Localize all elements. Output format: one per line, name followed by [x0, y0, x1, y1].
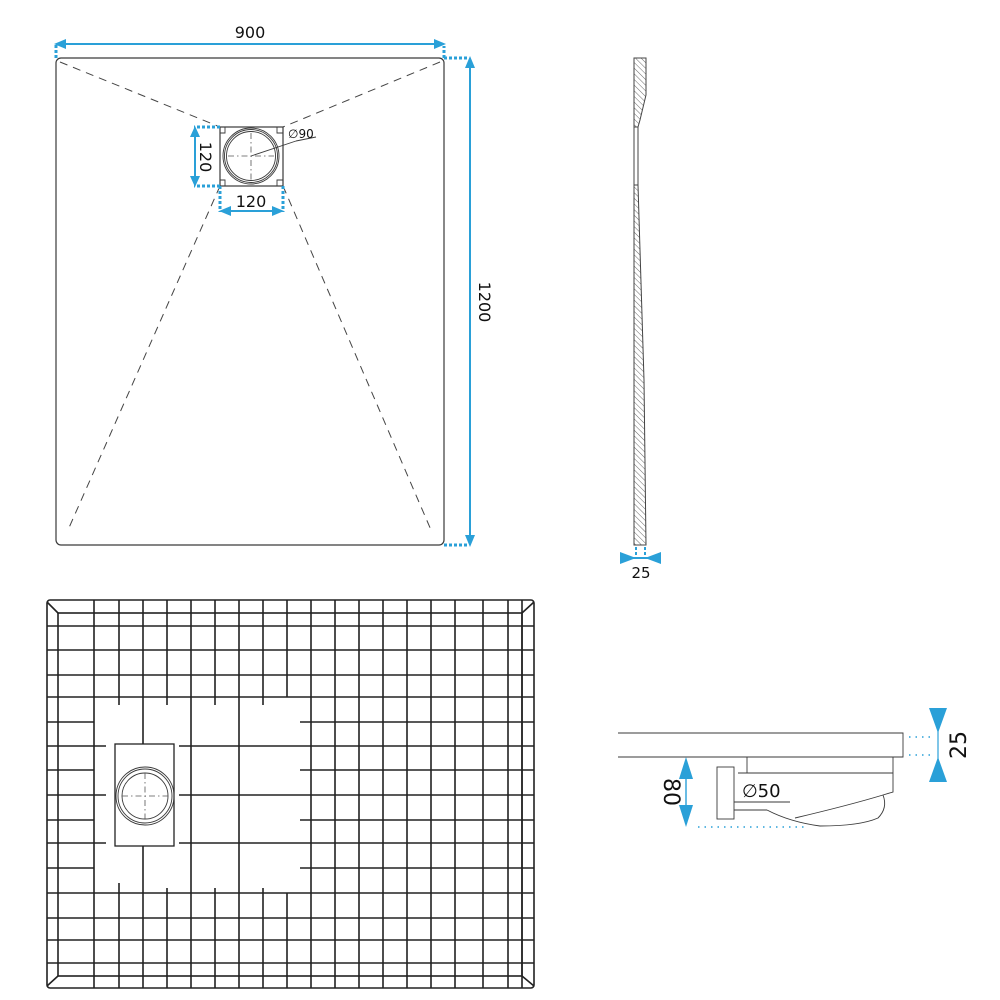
grid-vertical-lines: [93, 600, 523, 988]
drain-inner-ring: [226, 131, 276, 181]
section-view: 80 ∅50 25: [618, 708, 972, 828]
drain-box-height-label: 120: [196, 142, 215, 173]
slope-line-top-right: [282, 61, 441, 128]
drain-box: [219, 126, 317, 187]
profile-thickness-label: 25: [631, 564, 650, 582]
slope-line-bottom-left: [67, 185, 221, 531]
tray-outline: [55, 57, 445, 546]
width-dimension: [54, 39, 446, 58]
width-label: 900: [235, 23, 266, 42]
drain-diameter-label: ∅90: [288, 127, 314, 141]
grid-horizontal-lines: [47, 625, 534, 964]
diameter-leader: [250, 140, 297, 157]
drain-outer-ring: [222, 127, 280, 185]
drain-body: [738, 757, 894, 796]
side-profile: 25: [620, 57, 661, 582]
bottom-drain-housing: [114, 743, 175, 847]
waste-outlet-curve: [766, 794, 886, 827]
tray-thickness-label: 25: [947, 731, 972, 759]
profile-section-upper: [633, 57, 647, 128]
drain-box-height-dimension: [190, 125, 220, 188]
tray-slab: [618, 732, 904, 758]
drain-box-width-dimension: [218, 186, 285, 216]
bottom-view: [46, 599, 535, 989]
bottom-outline: [46, 599, 535, 989]
slope-line-top-left: [59, 61, 221, 128]
drain-flange: [716, 766, 735, 820]
drain-box-width-label: 120: [236, 192, 267, 211]
slope-line-bottom-right: [282, 185, 432, 531]
profile-section-lower: [633, 184, 647, 546]
profile-section-gap: [633, 126, 639, 186]
waste-diameter-label: ∅50: [742, 781, 781, 802]
length-dimension: [444, 56, 475, 547]
drain-height-label: 80: [658, 778, 683, 806]
top-view: ∅90 900 1200 120: [54, 23, 494, 547]
length-label: 1200: [475, 282, 494, 323]
